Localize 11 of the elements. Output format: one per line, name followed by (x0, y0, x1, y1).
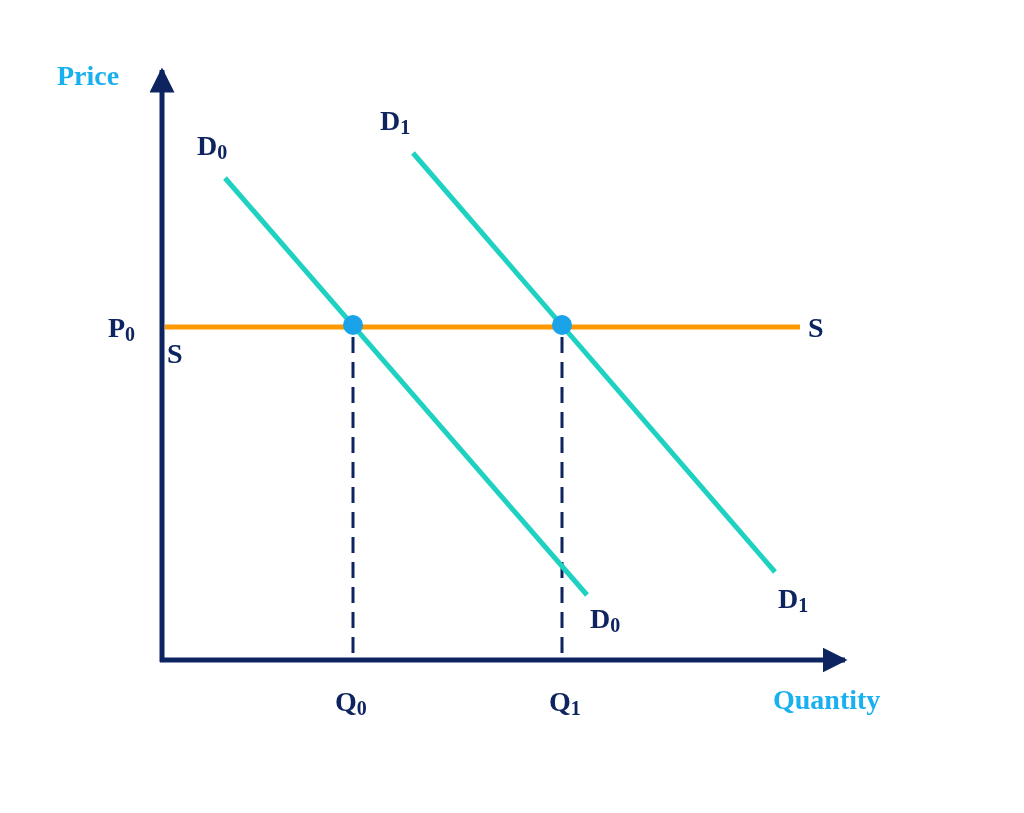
price-label: P$_{0}$ (108, 314, 136, 344)
curve-label: D$_{0}$ (590, 605, 621, 635)
quantity-label: Q$_{1}$ (549, 688, 581, 718)
axis-label: Quantity (773, 686, 881, 714)
curve-label: S (808, 314, 824, 342)
quantity-label: Q$_{0}$ (335, 688, 367, 718)
axis-label: Price (57, 62, 120, 90)
curve-label: D$_{1}$ (778, 585, 809, 615)
curve-label: S (167, 340, 183, 368)
curve-label: D$_{0}$ (197, 132, 228, 162)
curve-label: D$_{1}$ (380, 107, 411, 137)
